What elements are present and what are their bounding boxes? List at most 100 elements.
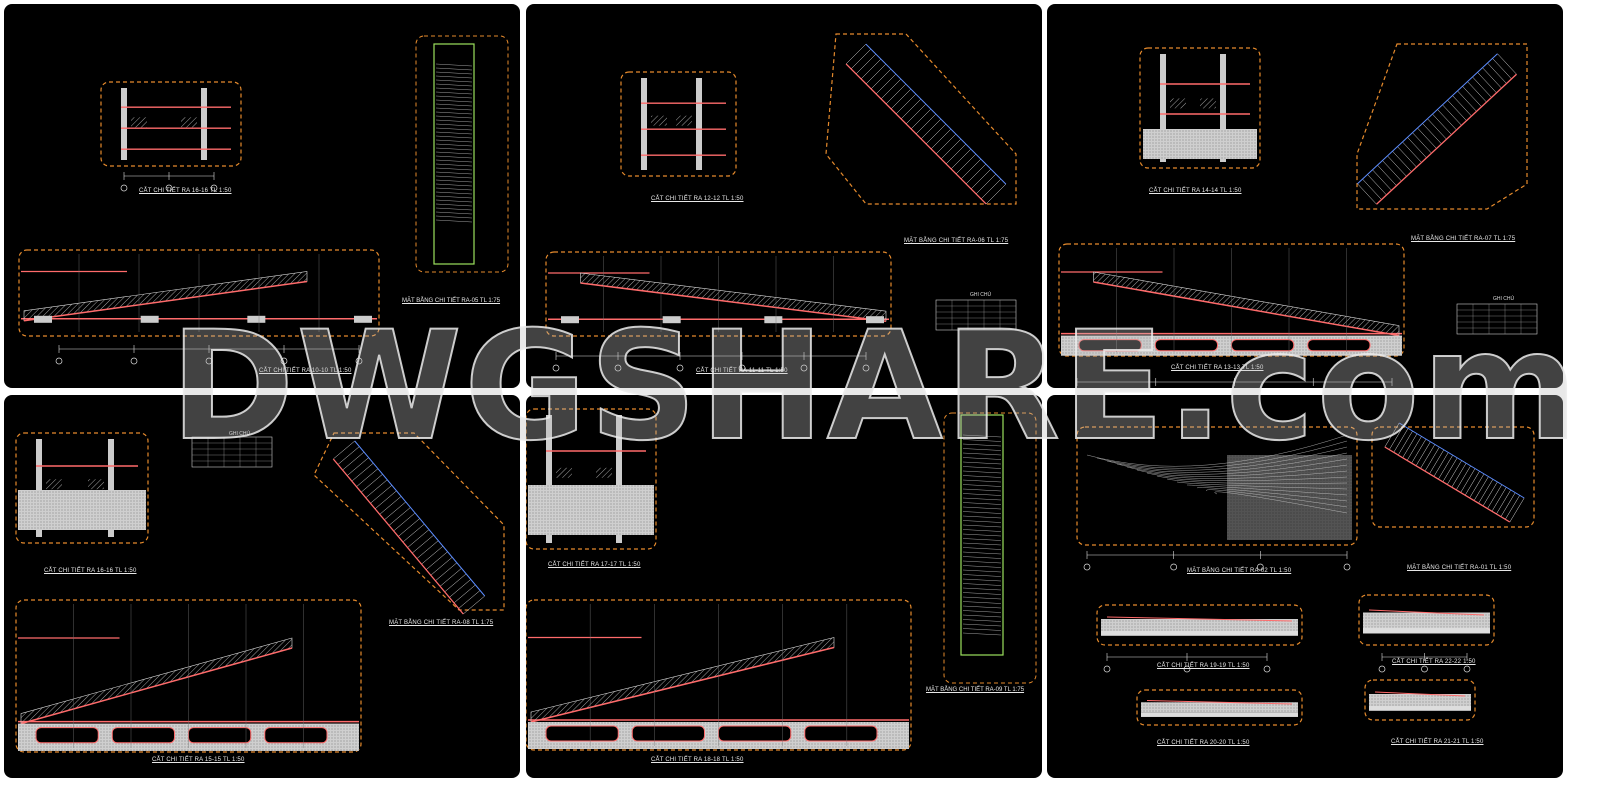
cad-drawing-2 (545, 33, 1017, 372)
stair-tread (962, 542, 1002, 546)
wall (1220, 54, 1226, 162)
stair-tread (985, 183, 1007, 205)
stair-tread (962, 551, 1002, 555)
stair-tread (1500, 492, 1516, 517)
stair-tread (1497, 53, 1517, 75)
grid-bubble (1421, 665, 1428, 673)
hatch (181, 117, 197, 128)
ramp-curve (1196, 487, 1348, 502)
ramp-line (580, 282, 887, 322)
stair-tread (435, 67, 473, 71)
stair-tread (880, 78, 902, 100)
stair-tread (915, 113, 937, 135)
stair-tread (1417, 127, 1437, 149)
ramp-curve (1186, 484, 1348, 496)
stair-tread (962, 583, 1002, 586)
detail-boundary (1058, 243, 1405, 357)
stair-tread (962, 511, 1002, 514)
stair-tread (1384, 422, 1400, 448)
stair-tread (435, 71, 473, 75)
stair-tread (945, 143, 967, 165)
beam-void (1078, 339, 1142, 352)
stair-tread (962, 592, 1002, 595)
caption: CẮT CHI TIẾT RA 15-15 TL 1:50 (152, 757, 245, 763)
detail-boundary (15, 599, 362, 753)
stair-tread (1432, 113, 1452, 135)
stair-tread (1362, 178, 1382, 200)
beam-void (1307, 339, 1371, 352)
ramp-slab (530, 637, 835, 723)
caption: CẮT CHI TIẾT RA 16-16 TL 1:50 (139, 188, 232, 194)
ramp-line (20, 647, 293, 725)
caption: CẮT CHI TIẾT RA 18-18 TL 1:50 (651, 757, 744, 763)
stair-tread (1505, 495, 1520, 520)
ramp-curve (1206, 489, 1348, 508)
stair-tread (920, 118, 942, 140)
stair-tread (962, 578, 1002, 582)
stair-tread (962, 623, 1002, 627)
stair-edge (845, 63, 987, 205)
stair-tread (1406, 436, 1422, 461)
hatch (1170, 98, 1186, 109)
stair-tread (965, 163, 987, 185)
concrete-slab (1141, 702, 1298, 713)
notes-table-title: GHI CHÚ (1493, 296, 1515, 302)
caption: MẶT BẰNG CHI TIẾT RA-06 TL 1:75 (904, 238, 1009, 244)
concrete-slab (1143, 129, 1257, 159)
stair-tread (435, 87, 473, 91)
drawing-panel-5: CẮT CHI TIẾT RA 17-17 TL 1:50 CẮT CHI TI… (526, 395, 1042, 778)
stair-tread (435, 167, 473, 171)
ramp-line (1146, 700, 1293, 705)
detail-boundary (545, 251, 892, 337)
stair-tread (970, 168, 992, 190)
ramp-curve (1176, 481, 1348, 490)
ramp-curve (1106, 446, 1348, 471)
stair-tread (435, 103, 473, 107)
stair-tread (435, 183, 473, 187)
wall (108, 439, 114, 537)
stair-edge (332, 458, 464, 615)
stair-tread (1411, 438, 1427, 464)
beam (561, 316, 579, 324)
stair-tread (940, 138, 962, 160)
stair-tread (962, 574, 1002, 577)
stair-tread (962, 434, 1002, 438)
stair-tread (435, 175, 473, 179)
stair-tread (1392, 151, 1412, 172)
detail-boundary (943, 412, 1037, 684)
stair-tread (1433, 452, 1449, 477)
beam-void (1154, 339, 1218, 352)
wall (696, 78, 702, 170)
stair-tread (925, 123, 947, 145)
stair-tread (1496, 489, 1512, 515)
caption: CẮT CHI TIẾT RA 10-10 TL 1:50 (259, 368, 352, 374)
grid-bubble (165, 184, 173, 192)
grid-bubble (210, 184, 218, 192)
beam (34, 315, 52, 323)
stair-tread (435, 91, 473, 95)
hatch (88, 479, 104, 490)
stair-tread (962, 587, 1002, 591)
wall (121, 88, 127, 160)
stair-tread (885, 83, 907, 105)
stair-tread (962, 461, 1002, 465)
cad-drawing-6 (1076, 422, 1535, 726)
wall (1160, 54, 1166, 162)
stair-tread (962, 601, 1002, 604)
grid-bubble (355, 357, 363, 365)
stair-tread (1462, 86, 1482, 107)
stair-tread (890, 88, 912, 110)
stair-tread (435, 99, 473, 103)
stair-tread (1429, 449, 1445, 474)
stair-tread (388, 507, 411, 526)
stair-tread (347, 457, 369, 476)
beam-void (631, 725, 705, 742)
slab (1141, 712, 1298, 717)
stair-tread (1469, 473, 1485, 499)
stair-tread (435, 155, 473, 159)
stair-tread (962, 556, 1002, 559)
stair-tread (1397, 146, 1417, 168)
grid-bubble (1378, 665, 1386, 673)
wall (546, 415, 552, 543)
caption: CẮT CHI TIẾT RA 13-13 TL 1:50 (1171, 365, 1264, 371)
